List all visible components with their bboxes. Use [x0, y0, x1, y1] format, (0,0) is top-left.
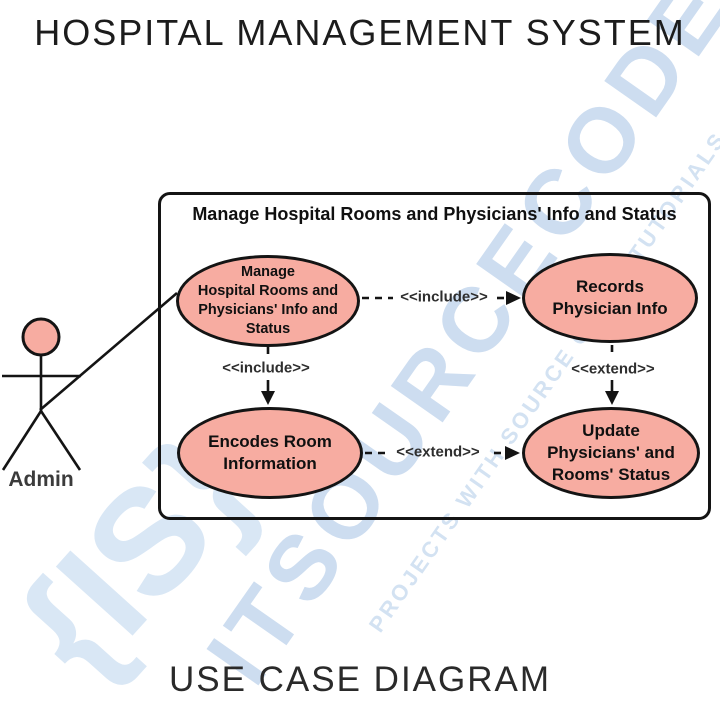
arrow-extend-encodes-update — [365, 446, 520, 460]
use-case-label: Update Physicians' and Rooms' Status — [547, 420, 675, 485]
arrow-extend-records-update — [605, 345, 619, 405]
actor-stick-figure-icon — [1, 317, 82, 471]
use-case-manage-hospital-rooms: Manage Hospital Rooms and Physicians' In… — [176, 255, 360, 347]
use-case-label: Records Physician Info — [552, 276, 668, 318]
actor-left-leg — [1, 410, 43, 471]
page-footer: USE CASE DIAGRAM — [168, 660, 552, 699]
arrow-include-manage-records — [362, 291, 521, 305]
use-case-label: Manage Hospital Rooms and Physicians' In… — [197, 263, 339, 338]
use-case-encodes-room-information: Encodes Room Information — [177, 407, 363, 499]
arrowhead-down-icon — [261, 391, 275, 405]
use-case-label: Encodes Room Information — [208, 431, 332, 473]
arrowhead-right-icon — [506, 291, 521, 305]
system-boundary-title: Manage Hospital Rooms and Physicians' In… — [192, 204, 677, 224]
arrowhead-down-icon — [605, 391, 619, 405]
extend-label-horizontal: <<extend>> — [396, 443, 480, 461]
actor-right-leg — [39, 410, 82, 471]
include-label-horizontal: <<include>> — [400, 288, 488, 306]
include-label-vertical: <<include>> — [222, 359, 310, 377]
association-admin-manage — [39, 292, 178, 411]
arrow-include-manage-encodes — [261, 347, 275, 405]
arrowhead-right-icon — [505, 446, 520, 460]
extend-label-vertical: <<extend>> — [571, 360, 655, 378]
system-boundary-box: Manage Hospital Rooms and Physicians' In… — [158, 192, 711, 520]
use-case-records-physician-info: Records Physician Info — [522, 253, 698, 343]
use-case-update-status: Update Physicians' and Rooms' Status — [522, 407, 700, 499]
page-title: HOSPITAL MANAGEMENT SYSTEM — [34, 12, 686, 53]
actor-name-label: Admin — [8, 468, 74, 491]
actor-head — [21, 317, 61, 357]
